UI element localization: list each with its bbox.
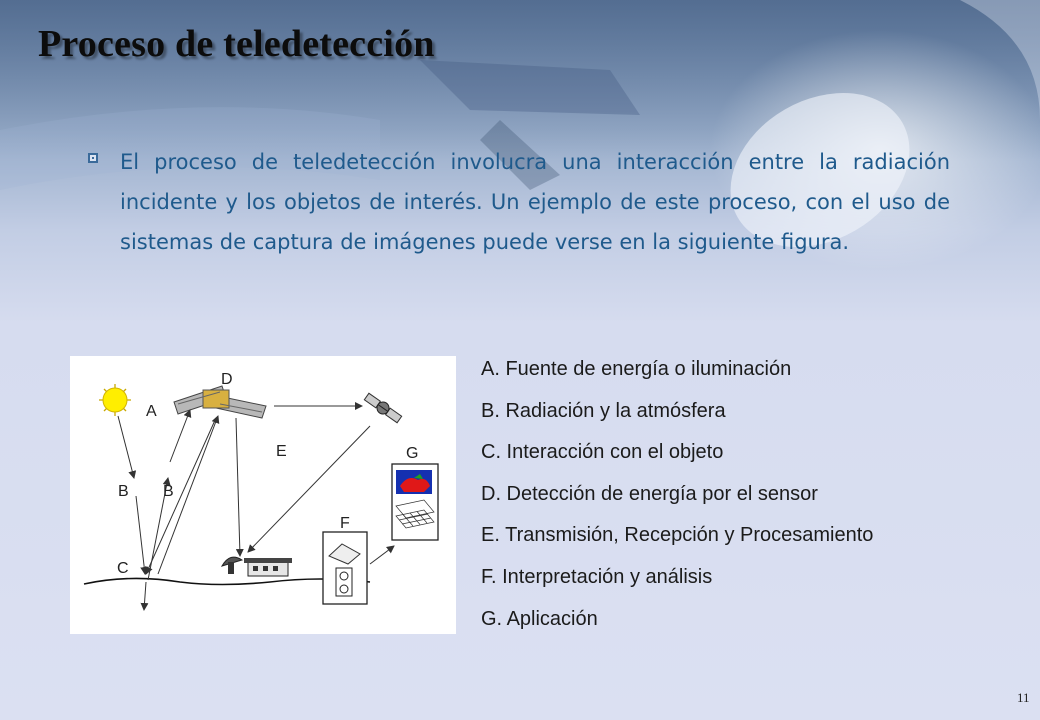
- label-d: D: [221, 371, 233, 388]
- sun-icon: [99, 384, 131, 416]
- bullet-text: El proceso de teledetección involucra un…: [120, 150, 950, 254]
- legend-item: F. Interpretación y análisis: [481, 565, 713, 588]
- legend-item: E. Transmisión, Recepción y Procesamient…: [481, 524, 874, 547]
- remote-sensing-diagram: A D E B B C F G: [70, 356, 456, 634]
- ground-station-icon: [244, 558, 292, 577]
- slide-title: Proceso de teledetección: [38, 23, 435, 65]
- label-b-left: B: [118, 483, 129, 500]
- label-c: C: [117, 560, 129, 577]
- label-f: F: [340, 515, 350, 532]
- figure-legend: A. Fuente de energía o iluminación B. Ra…: [481, 352, 873, 643]
- legend-item: A. Fuente de energía o iluminación: [481, 358, 792, 380]
- label-b-right: B: [163, 483, 174, 500]
- application-map-icon: [391, 463, 439, 541]
- legend-item: D. Detección de energía por el sensor: [481, 482, 818, 505]
- label-e: E: [276, 443, 287, 460]
- satellite-sensor-icon: [173, 385, 267, 419]
- legend-item: G. Aplicación: [481, 607, 598, 630]
- ground-antenna-icon: [220, 556, 244, 574]
- label-g: G: [406, 445, 418, 462]
- page-number: 11: [1017, 690, 1030, 705]
- label-a: A: [146, 403, 157, 420]
- interpretation-unit-icon: [322, 531, 368, 605]
- legend-item: B. Radiación y la atmósfera: [481, 399, 726, 422]
- square-bullet-icon: [88, 153, 98, 163]
- bullet-item: El proceso de teledetección involucra un…: [88, 142, 950, 262]
- relay-satellite-icon: [363, 392, 403, 424]
- legend-item: C. Interacción con el objeto: [481, 441, 724, 464]
